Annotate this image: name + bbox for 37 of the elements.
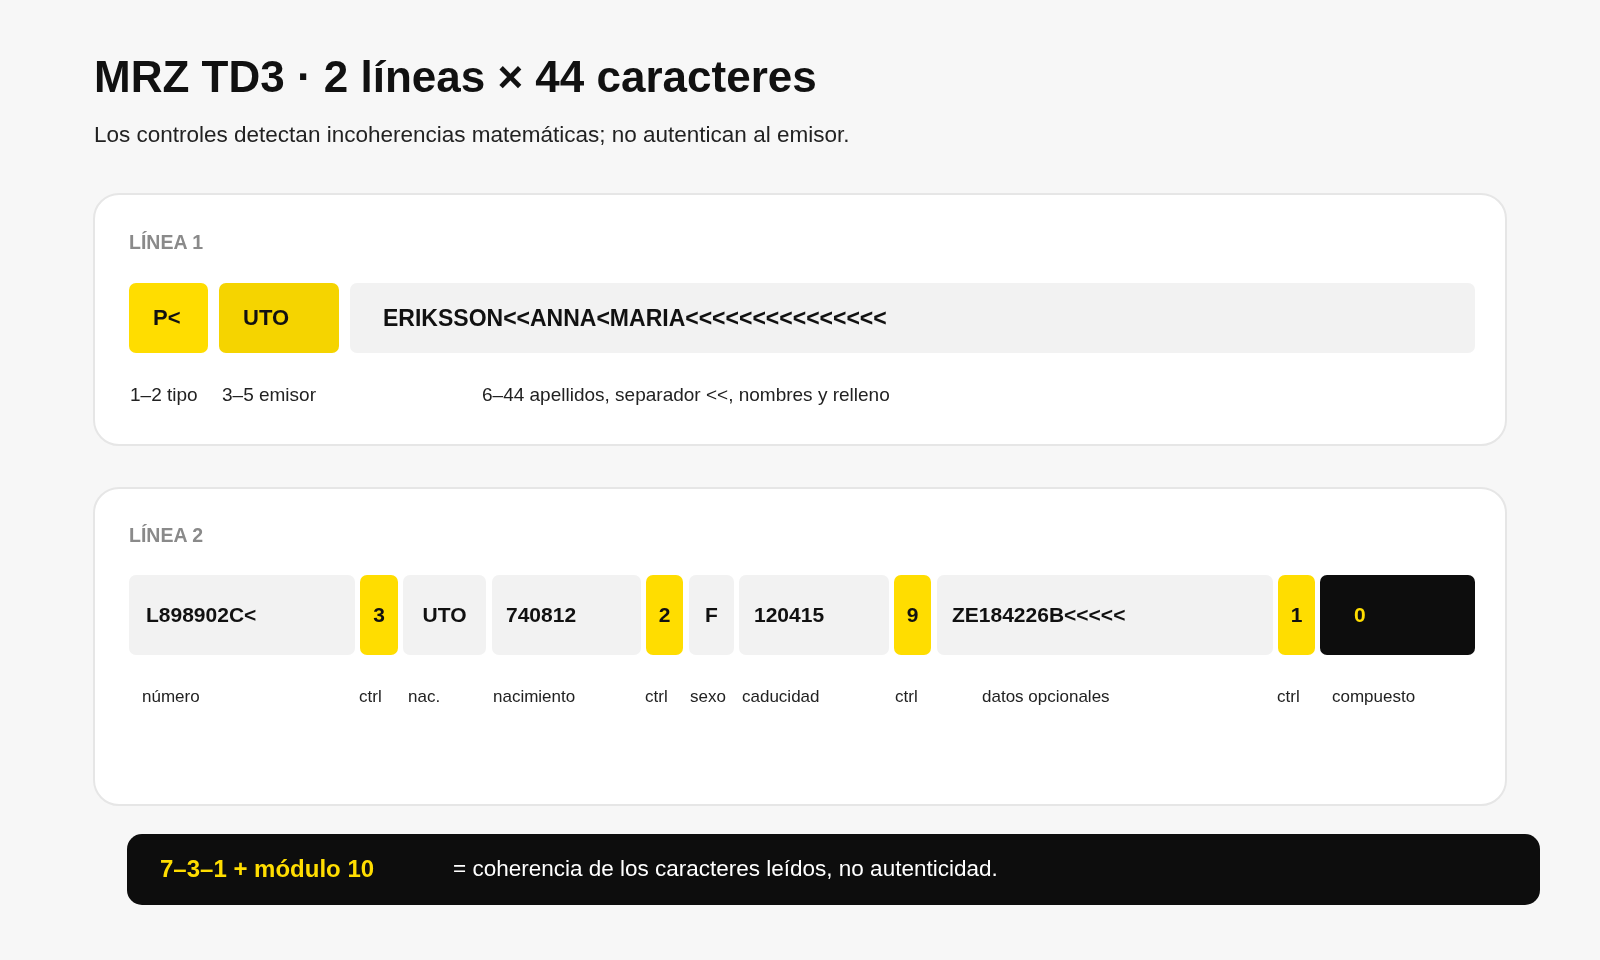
segment-caption: datos opcionales (982, 686, 1110, 708)
segment-caption: nac. (408, 686, 441, 708)
segment-caption: caducidad (742, 686, 820, 708)
segment-caption: 6–44 apellidos, separador <<, nombres y relleno (482, 384, 890, 406)
mrz-line-panel (93, 487, 1507, 806)
segment-caption: 3–5 emisor (222, 384, 316, 406)
sex-segment: F (689, 575, 734, 655)
panel-heading: LÍNEA 1 (129, 231, 204, 253)
nationality-segment: UTO (403, 575, 486, 655)
composite-check-digit-segment: 0 (1320, 575, 1475, 655)
document-number-segment: L898902C< (129, 575, 355, 655)
segment-caption: ctrl (359, 686, 382, 708)
segment-caption: ctrl (1277, 686, 1300, 708)
check-digit-segment: 1 (1278, 575, 1315, 655)
name-segment: ERIKSSON<<ANNA<MARIA<<<<<<<<<<<<<<< (350, 283, 1475, 353)
optional-data-segment: ZE184226B<<<<< (937, 575, 1273, 655)
summary-text: = coherencia de los caracteres leídos, no autenticidad. (453, 856, 998, 882)
segment-caption: sexo (690, 686, 726, 708)
segment-caption: ctrl (895, 686, 918, 708)
subtitle-text: Los controles detectan incoherencias matemáticas; no autentican al emisor. (94, 122, 850, 148)
summary-bar (127, 834, 1540, 905)
panel-heading: LÍNEA 2 (129, 524, 204, 546)
diagram-title: MRZ TD3 · 2 líneas × 44 caracteres (94, 52, 817, 102)
formula-text: 7–3–1 + módulo 10 (160, 855, 375, 883)
check-digit-segment: 3 (360, 575, 398, 655)
check-digit-segment: 2 (646, 575, 683, 655)
segment-caption: ctrl (645, 686, 668, 708)
segment-caption: 1–2 tipo (130, 384, 198, 406)
segment-caption: nacimiento (493, 686, 576, 708)
segment-caption: número (142, 686, 200, 708)
expiry-date-segment: 120415 (739, 575, 889, 655)
issuer-code-segment: UTO (219, 283, 339, 353)
segment-caption: compuesto (1332, 686, 1416, 708)
mrz-line-panel (93, 193, 1507, 446)
birth-date-segment: 740812 (492, 575, 641, 655)
document-type-segment: P< (129, 283, 208, 353)
check-digit-segment: 9 (894, 575, 931, 655)
